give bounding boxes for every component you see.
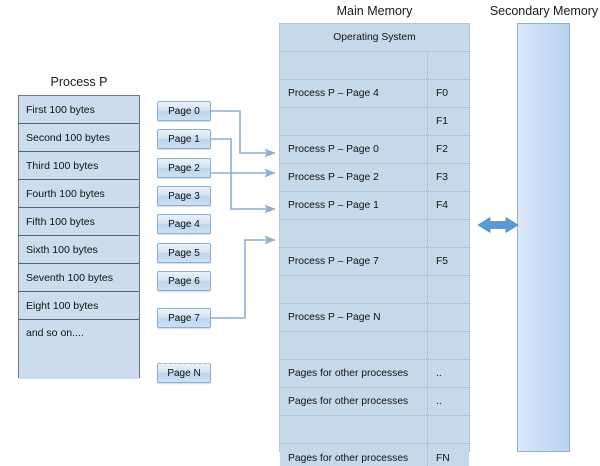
process-row-label: Fifth 100 bytes bbox=[26, 215, 95, 228]
main-memory-row-frame: F5 bbox=[427, 248, 469, 275]
process-row: Sixth 100 bytes bbox=[19, 236, 139, 264]
main-memory-row-frame bbox=[427, 220, 469, 247]
process-row-label: Eight 100 bytes bbox=[26, 299, 99, 312]
main-memory-row-label: Process P – Page 4 bbox=[288, 88, 379, 99]
process-row-label: and so on.... bbox=[26, 327, 84, 339]
main-memory-row-label: Operating System bbox=[333, 32, 416, 43]
main-memory-row-label bbox=[280, 52, 427, 79]
main-memory-row bbox=[280, 332, 469, 360]
main-memory-row-label bbox=[280, 108, 427, 135]
main-memory-row: Process P – Page 2 F3 bbox=[280, 164, 469, 192]
connector-page7-to-frame-f5 bbox=[211, 235, 276, 319]
main-memory-row: Pages for other processes FN bbox=[280, 444, 469, 466]
main-memory-row bbox=[280, 416, 469, 444]
process-row: Fourth 100 bytes bbox=[19, 180, 139, 208]
main-memory-row-label: Process P – Page 7 bbox=[288, 256, 379, 267]
page-box-5[interactable]: Page 5 bbox=[157, 243, 211, 263]
main-memory-row-frame: FN bbox=[427, 444, 469, 466]
process-row: Second 100 bytes bbox=[19, 124, 139, 152]
main-memory-row-frame bbox=[427, 52, 469, 79]
main-memory-row: Process P – Page 4 F0 bbox=[280, 80, 469, 108]
process-row-label: Seventh 100 bytes bbox=[26, 271, 113, 284]
main-memory-row-frame bbox=[427, 276, 469, 303]
memory-transfer-arrow bbox=[477, 217, 519, 233]
main-memory-row bbox=[280, 220, 469, 248]
main-memory-row-frame: F0 bbox=[427, 80, 469, 107]
main-memory-row-label: Process P – Page 1 bbox=[288, 200, 379, 211]
process-row-label: Sixth 100 bytes bbox=[26, 243, 98, 256]
main-memory-row-label: Pages for other processes bbox=[288, 396, 409, 407]
process-row: Eight 100 bytes bbox=[19, 292, 139, 320]
process-row: Third 100 bytes bbox=[19, 152, 139, 180]
main-memory-row-frame bbox=[427, 304, 469, 331]
main-memory-row: Process P – Page N bbox=[280, 304, 469, 332]
main-memory-row: Process P – Page 7 F5 bbox=[280, 248, 469, 276]
main-memory-row bbox=[280, 52, 469, 80]
process-row: First 100 bytes bbox=[19, 96, 139, 124]
main-memory-row-label bbox=[280, 416, 427, 443]
process-row-label: Third 100 bytes bbox=[26, 159, 99, 172]
connector-page0-to-frame-f2 bbox=[211, 110, 276, 158]
main-memory-row: Pages for other processes .. bbox=[280, 360, 469, 388]
main-memory-row-frame: F2 bbox=[427, 136, 469, 163]
main-memory-row-label bbox=[280, 220, 427, 247]
main-memory-row-label: Pages for other processes bbox=[288, 452, 409, 464]
secondary-memory-block bbox=[517, 23, 570, 452]
main-memory-row-frame bbox=[427, 416, 469, 443]
main-memory-row-frame: .. bbox=[427, 388, 469, 415]
page-box-n[interactable]: Page N bbox=[157, 363, 211, 383]
main-memory-row-label: Process P – Page N bbox=[288, 312, 381, 323]
page-box-1[interactable]: Page 1 bbox=[157, 129, 211, 149]
main-memory-title: Main Memory bbox=[336, 4, 413, 18]
main-memory-row-label: Process P – Page 0 bbox=[288, 144, 379, 155]
main-memory-row-frame bbox=[427, 332, 469, 359]
secondary-memory-title: Secondary Memory bbox=[489, 4, 599, 18]
main-memory-row-label bbox=[280, 276, 427, 303]
process-row-label: Fourth 100 bytes bbox=[26, 187, 105, 200]
page-box-2[interactable]: Page 2 bbox=[157, 158, 211, 178]
process-row: and so on.... bbox=[19, 320, 139, 379]
main-memory-row: Process P – Page 1 F4 bbox=[280, 192, 469, 220]
main-memory-row: F1 bbox=[280, 108, 469, 136]
process-p-table: First 100 bytes Second 100 bytes Third 1… bbox=[18, 95, 140, 379]
process-row: Seventh 100 bytes bbox=[19, 264, 139, 292]
main-memory-row-frame: F3 bbox=[427, 164, 469, 191]
process-row-label: Second 100 bytes bbox=[26, 131, 111, 144]
main-memory-row: Process P – Page 0 F2 bbox=[280, 136, 469, 164]
process-row-label: First 100 bytes bbox=[26, 103, 95, 116]
main-memory-row: Pages for other processes .. bbox=[280, 388, 469, 416]
page-box-3[interactable]: Page 3 bbox=[157, 186, 211, 206]
page-box-4[interactable]: Page 4 bbox=[157, 214, 211, 234]
main-memory-row-label bbox=[280, 332, 427, 359]
main-memory-row-label: Process P – Page 2 bbox=[288, 172, 379, 183]
main-memory-row bbox=[280, 276, 469, 304]
process-row: Fifth 100 bytes bbox=[19, 208, 139, 236]
page-box-0[interactable]: Page 0 bbox=[157, 101, 211, 121]
main-memory-row-frame: F1 bbox=[427, 108, 469, 135]
process-title: Process P bbox=[50, 75, 108, 89]
connector-page1-to-frame-f4 bbox=[211, 138, 276, 214]
page-box-6[interactable]: Page 6 bbox=[157, 271, 211, 291]
main-memory-row-os: Operating System bbox=[280, 24, 469, 52]
main-memory-row-label: Pages for other processes bbox=[288, 368, 409, 379]
main-memory-row-frame: .. bbox=[427, 360, 469, 387]
main-memory-table: Operating System Process P – Page 4 F0 F… bbox=[279, 23, 470, 466]
main-memory-row-frame: F4 bbox=[427, 192, 469, 219]
page-box-7[interactable]: Page 7 bbox=[157, 308, 211, 328]
